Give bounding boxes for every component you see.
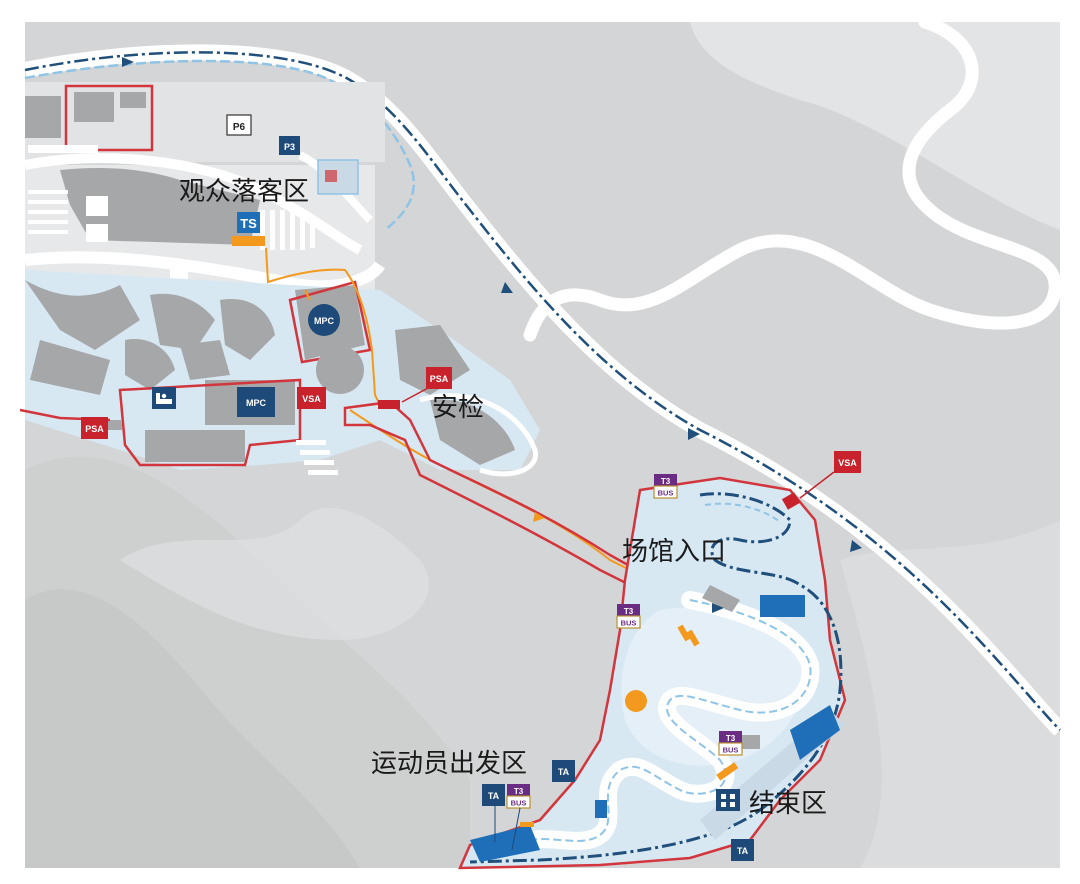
ta-start-badge[interactable]: TA xyxy=(552,760,575,782)
psa-left-badge[interactable]: PSA xyxy=(81,417,108,439)
bus-finish-text: BUS xyxy=(723,746,739,755)
ts-text: TS xyxy=(240,216,257,231)
parking-p6-badge[interactable]: P6 xyxy=(226,114,252,136)
ta-start-text: TA xyxy=(558,767,570,777)
p3-text: P3 xyxy=(284,142,295,152)
mpc-lower-text: MPC xyxy=(246,398,267,408)
bed-icon[interactable] xyxy=(152,387,176,409)
parking-p3-badge[interactable]: P3 xyxy=(279,136,300,155)
bus-top-text: BUS xyxy=(658,489,674,498)
sled-track xyxy=(469,492,843,864)
ta-start-left-text: TA xyxy=(488,791,500,801)
p6-text: P6 xyxy=(233,122,246,133)
t3-top-text: T3 xyxy=(661,477,671,486)
t3-bus-top-badge[interactable]: T3 BUS xyxy=(653,474,678,499)
finish-building-icon[interactable] xyxy=(716,789,740,811)
label-finish-area: 结束区 xyxy=(749,789,827,819)
mpc-upper-text: MPC xyxy=(314,316,335,326)
vsa-center-text: VSA xyxy=(302,394,321,404)
mpc-upper-badge[interactable]: MPC xyxy=(308,304,340,336)
label-athlete-start: 运动员出发区 xyxy=(371,749,527,779)
bus-start-text: BUS xyxy=(511,799,527,808)
corridor-arrow xyxy=(533,512,545,522)
entrance-arrow xyxy=(712,603,724,613)
ta-finish-text: TA xyxy=(737,846,749,856)
t3-mid-text: T3 xyxy=(624,607,634,616)
orange-marker xyxy=(625,690,647,712)
t3-finish-text: T3 xyxy=(726,734,736,743)
ts-badge[interactable]: TS xyxy=(232,212,265,246)
vsa-center-badge[interactable]: VSA xyxy=(297,387,326,409)
dropoff-bar xyxy=(232,236,265,246)
leader-lines xyxy=(494,806,521,851)
label-spectator-dropoff: 观众落客区 xyxy=(179,177,309,207)
bus-mid-text: BUS xyxy=(621,619,637,628)
ta-start-left-badge[interactable]: TA xyxy=(482,784,505,806)
psa-center-badge[interactable]: PSA xyxy=(378,367,452,409)
t3-bus-mid-badge[interactable]: T3 BUS xyxy=(616,604,641,629)
orange-structures xyxy=(520,624,739,827)
psa-center-text: PSA xyxy=(430,374,449,384)
terrain xyxy=(25,22,1060,868)
t3-bus-start-badge[interactable]: T3 BUS xyxy=(506,784,531,809)
t3-start-text: T3 xyxy=(514,787,524,796)
psa-left-text: PSA xyxy=(85,424,104,434)
t3-bus-finish-badge[interactable]: T3 BUS xyxy=(718,731,743,756)
label-venue-entrance: 场馆入口 xyxy=(622,537,726,567)
ta-finish-badge[interactable]: TA xyxy=(731,839,754,861)
label-security-check: 安检 xyxy=(432,393,484,423)
vsa-right-text: VSA xyxy=(838,458,857,468)
highway-route-line xyxy=(24,51,1061,731)
mpc-lower-badge[interactable]: MPC xyxy=(237,387,275,417)
vsa-right-badge[interactable]: VSA xyxy=(781,451,861,510)
mountain-road xyxy=(523,15,1062,342)
